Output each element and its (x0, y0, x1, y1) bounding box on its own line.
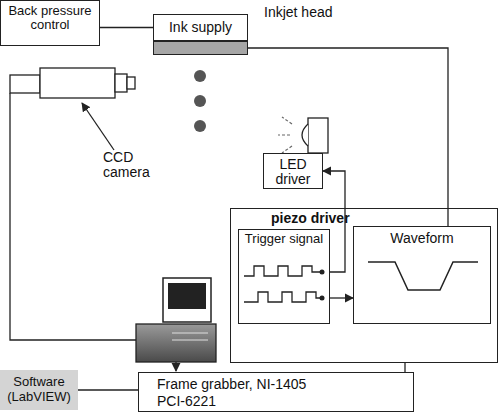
camera-back (10, 75, 40, 93)
camera-body (40, 68, 115, 98)
box-label: Software (LabVIEW) (2, 374, 76, 404)
led-lamp-body (308, 118, 328, 153)
drive-slot (172, 339, 208, 340)
wire (248, 48, 448, 226)
signal-arrow (330, 297, 353, 298)
part-label: CCD camera (103, 150, 165, 180)
process-box: Ink supply (153, 14, 248, 41)
led-ray (282, 146, 292, 153)
signal-dot (320, 296, 325, 301)
box-label: Back pressure control (4, 4, 96, 32)
ink-drop (194, 120, 206, 132)
camera-leader (82, 103, 114, 150)
process-box: LED driver (263, 153, 323, 189)
box-label: LED driver (266, 157, 320, 187)
wire (78, 389, 138, 390)
box-label: Ink supply (156, 20, 245, 35)
camera-lens-tip (127, 77, 135, 89)
led-ray (282, 117, 292, 124)
process-box: Software (LabVIEW) (0, 370, 78, 410)
wire (100, 27, 153, 28)
process-box: Waveform (353, 226, 491, 324)
process-box: Frame grabber, NI-1405 PCI-6221 (138, 372, 414, 412)
monitor (163, 278, 211, 322)
pulse-signal (244, 266, 320, 276)
camera-wire (10, 93, 136, 340)
computer-link (175, 362, 176, 371)
piezo-waveform (368, 262, 478, 290)
led-ray (278, 134, 290, 135)
group-heading: piezo driver (271, 211, 350, 226)
process-box: Trigger signal (238, 229, 330, 324)
box-label: Inkjet head (264, 5, 333, 20)
box-label: Trigger signal (241, 232, 327, 246)
box-label: Frame grabber, NI-1405 PCI-6221 (157, 376, 332, 410)
camera-lens (115, 74, 127, 92)
pulse-signal (244, 292, 320, 302)
wire (404, 363, 405, 372)
drive-slot (172, 332, 208, 333)
signal-dot (320, 270, 325, 275)
group-box: piezo driverTrigger signal Waveform (230, 208, 498, 363)
ink-drop (194, 70, 206, 82)
computer-base (136, 324, 216, 362)
process-box: Back pressure control (0, 0, 100, 46)
ink-drop (194, 95, 206, 107)
box-label: Waveform (356, 231, 488, 246)
led-lamp-dome (302, 124, 308, 146)
head-block: Inkjet head (153, 41, 248, 55)
monitor-screen (168, 283, 206, 309)
